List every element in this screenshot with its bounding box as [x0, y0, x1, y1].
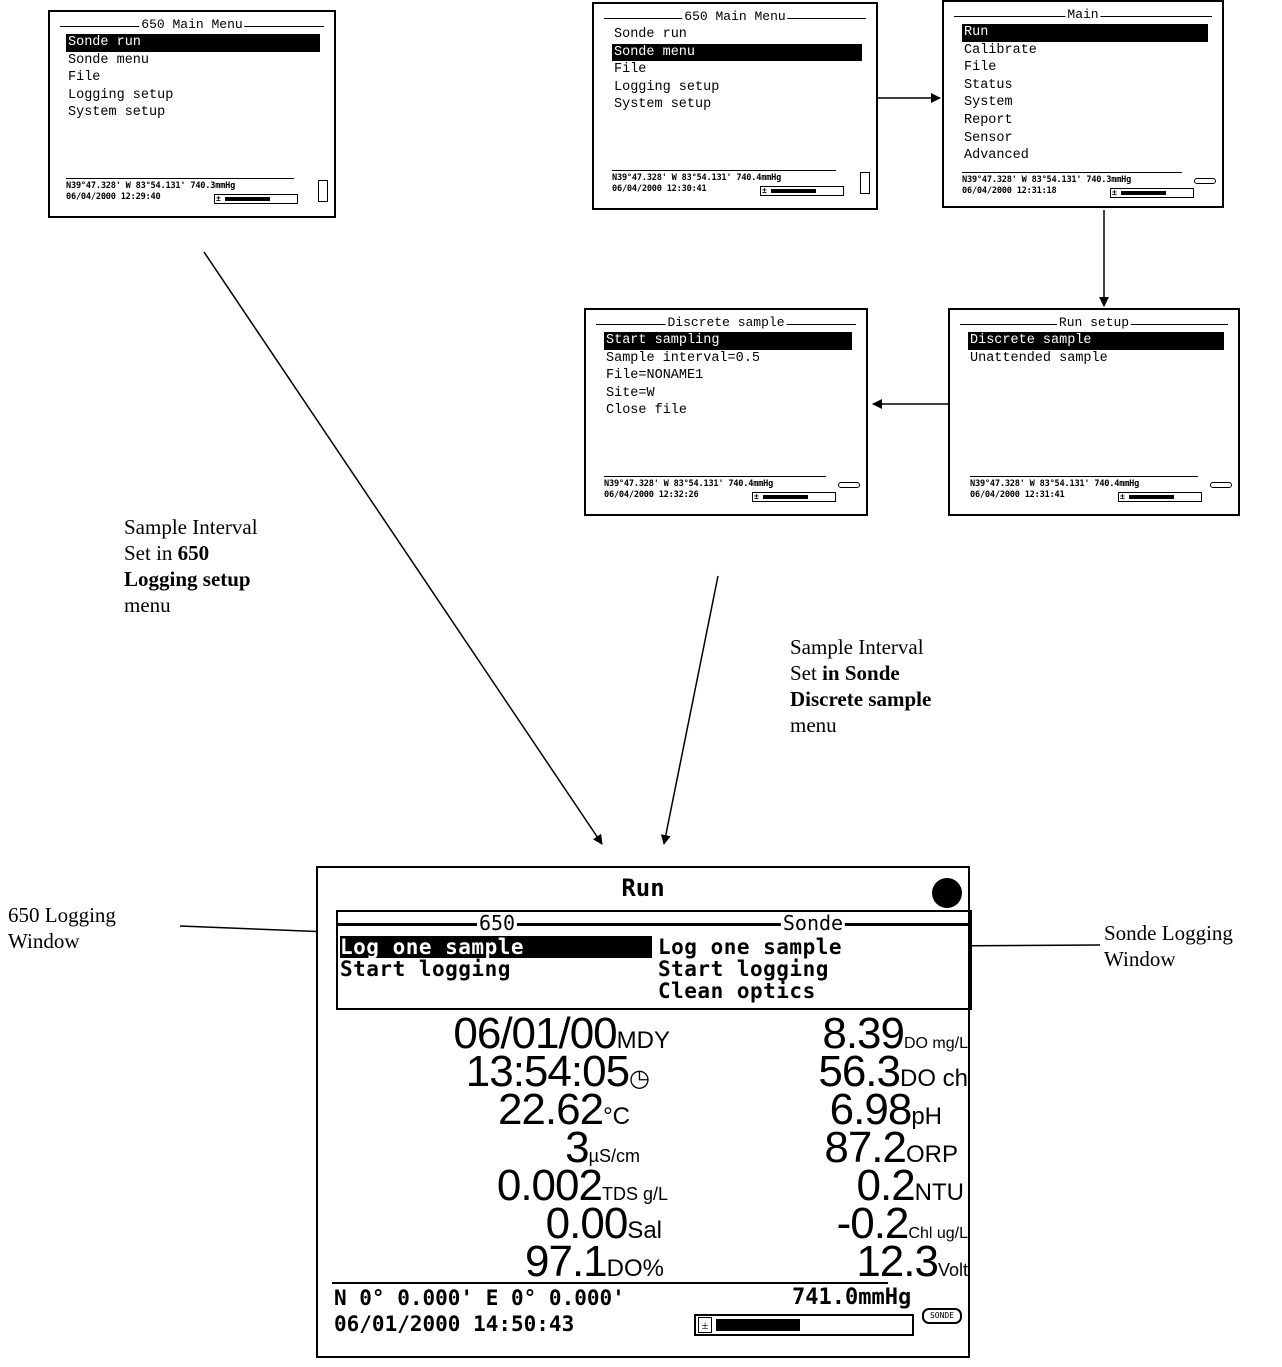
menu-item-sonde-menu[interactable]: Sonde menu	[68, 52, 150, 68]
sonde-connector-icon: SONDE	[922, 1308, 962, 1324]
screen-title: 650 Main Menu	[604, 9, 866, 25]
logging-window-650: 650 Log one sample Start logging	[338, 912, 656, 1008]
note-sonde-sample-interval: Sample Interval Set in Sonde Discrete sa…	[790, 635, 932, 737]
status-footer: N39°47.328' W 83°54.131' 740.3mmHg 06/04…	[66, 178, 328, 206]
reading-tds: 0.002TDS g/L	[496, 1161, 668, 1210]
menu-item-discrete-sample[interactable]: Discrete sample	[968, 332, 1224, 350]
menu-item-sonde-menu[interactable]: Sonde menu	[612, 43, 862, 62]
reading-turbidity: 0.2NTU	[856, 1161, 965, 1210]
battery-icon: ±	[1118, 492, 1202, 502]
menu-item-close-file[interactable]: Close file	[606, 403, 688, 419]
screen-title: Run setup	[960, 315, 1228, 331]
reading-chlorophyll: -0.2Chl ug/L	[836, 1199, 968, 1248]
gps-pressure-line: N39°47.328' W 83°54.131' 740.4mmHg	[612, 173, 782, 183]
gps-position: N 0° 0.000' E 0° 0.000'	[334, 1286, 625, 1310]
gps-pressure-line: N39°47.328' W 83°54.131' 740.4mmHg	[970, 479, 1140, 489]
menu-item-logging-setup[interactable]: Logging setup	[68, 87, 174, 103]
menu-item-calibrate[interactable]: Calibrate	[964, 42, 1037, 58]
reading-do-percent: 97.1DO%	[525, 1237, 664, 1286]
menu-item-system-setup[interactable]: System setup	[614, 97, 712, 113]
gps-pressure-line: N39°47.328' W 83°54.131' 740.4mmHg	[604, 479, 774, 489]
menu-item-report[interactable]: Report	[964, 112, 1013, 128]
clock-icon: ◷	[629, 1065, 650, 1092]
menu-item-system-setup[interactable]: System setup	[68, 105, 166, 121]
label-650-logging-window: 650 Logging Window	[8, 903, 116, 953]
date-time-line: 06/04/2000 12:31:18	[962, 186, 1057, 196]
sonde-connector-icon	[1194, 178, 1216, 184]
screen-run: Run 650 Log one sample Start logging Son…	[316, 866, 972, 1358]
clean-optics-sonde[interactable]: Clean optics	[658, 979, 816, 1003]
reading-conductivity: 3µS/cm	[565, 1123, 640, 1172]
menu-item-file[interactable]: File	[964, 60, 997, 76]
logging-window-sonde: Sonde Log one sample Start logging Clean…	[656, 912, 970, 1008]
screen-title: Discrete sample	[596, 315, 856, 331]
logging-window: 650 Log one sample Start logging Sonde L…	[336, 910, 972, 1010]
status-footer: N39°47.328' W 83°54.131' 740.4mmHg 06/04…	[612, 170, 870, 198]
start-logging-sonde[interactable]: Start logging	[658, 957, 829, 981]
logging-window-sonde-header: Sonde	[780, 911, 846, 935]
date-time: 06/01/2000 14:50:43	[334, 1312, 575, 1336]
reading-date: 06/01/00MDY	[453, 1009, 670, 1058]
menu-item-file-name[interactable]: File=NONAME1	[606, 368, 704, 384]
reading-time: 13:54:05◷	[465, 1047, 650, 1096]
reading-orp: 87.2ORP	[824, 1123, 958, 1172]
battery-icon: ±	[760, 186, 844, 196]
reading-salinity: 0.00Sal	[545, 1199, 662, 1248]
date-time-line: 06/04/2000 12:29:40	[66, 192, 161, 202]
barometric-pressure: 741.0mmHg	[792, 1285, 912, 1310]
menu-item-status[interactable]: Status	[964, 77, 1013, 93]
screen-title: Main	[954, 7, 1212, 23]
log-one-sample-650[interactable]: Log one sample	[340, 936, 652, 958]
logging-window-650-header: 650	[476, 911, 518, 935]
reading-ph: 6.98pH	[829, 1085, 942, 1134]
reading-do-mgl: 8.39DO mg/L	[822, 1009, 968, 1058]
date-time-line: 06/04/2000 12:31:41	[970, 490, 1065, 500]
menu-item-file[interactable]: File	[68, 70, 101, 86]
screen-discrete-sample: Discrete sample Start sampling Sample in…	[584, 308, 868, 516]
menu-item-unattended-sample[interactable]: Unattended sample	[970, 350, 1108, 366]
menu-item-advanced[interactable]: Advanced	[964, 148, 1029, 164]
log-one-sample-sonde[interactable]: Log one sample	[658, 935, 843, 959]
gps-pressure-line: N39°47.328' W 83°54.131' 740.3mmHg	[66, 181, 236, 191]
reading-do-charge: 56.3DO ch	[818, 1047, 968, 1096]
menu-item-logging-setup[interactable]: Logging setup	[614, 79, 720, 95]
sonde-connector-icon	[838, 482, 860, 488]
menu-item-start-sampling[interactable]: Start sampling	[604, 332, 852, 350]
battery-icon: ±	[694, 1314, 914, 1336]
screen-sonde-main: Main Run Calibrate File Status System Re…	[942, 0, 1224, 208]
menu-item-sonde-run[interactable]: Sonde run	[66, 34, 320, 52]
screen-title: 650 Main Menu	[60, 17, 324, 33]
battery-icon: ±	[752, 492, 836, 502]
menu-item-file[interactable]: File	[614, 62, 647, 78]
screen-650-main-menu-right: 650 Main Menu Sonde run Sonde menu File …	[592, 2, 878, 210]
screen-run-setup: Run setup Discrete sample Unattended sam…	[948, 308, 1240, 516]
battery-icon: ±	[214, 194, 298, 204]
start-logging-650[interactable]: Start logging	[340, 957, 511, 981]
menu-item-sample-interval[interactable]: Sample interval=0.5	[606, 350, 760, 366]
menu-item-sensor[interactable]: Sensor	[964, 130, 1013, 146]
handheld-device-icon	[318, 180, 328, 202]
date-time-line: 06/04/2000 12:30:41	[612, 184, 707, 194]
sonde-connector-icon	[1210, 482, 1232, 488]
menu-item-site[interactable]: Site=W	[606, 385, 655, 401]
arrow-discrete-to-run	[660, 575, 719, 845]
note-650-sample-interval: Sample Interval Set in 650 Logging setup…	[124, 515, 258, 617]
battery-icon: ±	[1110, 188, 1194, 198]
status-footer: N39°47.328' W 83°54.131' 740.4mmHg 06/04…	[970, 476, 1232, 504]
label-sonde-logging-window: Sonde Logging Window	[1104, 921, 1233, 971]
gps-pressure-line: N39°47.328' W 83°54.131' 740.3mmHg	[962, 175, 1132, 185]
run-title: Run	[621, 874, 665, 902]
reading-battery-volts: 12.3Volt	[856, 1237, 968, 1286]
menu-item-run[interactable]: Run	[962, 24, 1208, 42]
menu-item-sonde-run[interactable]: Sonde run	[614, 27, 687, 42]
status-footer: N39°47.328' W 83°54.131' 740.4mmHg 06/04…	[604, 476, 860, 504]
menu-item-system[interactable]: System	[964, 95, 1013, 111]
arrow-logging-setup-to-run	[203, 251, 603, 845]
logging-indicator-icon	[932, 878, 962, 908]
screen-650-main-menu-left: 650 Main Menu Sonde run Sonde menu File …	[48, 10, 336, 218]
reading-temperature: 22.62°C	[497, 1085, 630, 1134]
status-footer: N39°47.328' W 83°54.131' 740.3mmHg 06/04…	[962, 172, 1216, 200]
date-time-line: 06/04/2000 12:32:26	[604, 490, 699, 500]
handheld-device-icon	[860, 172, 870, 194]
